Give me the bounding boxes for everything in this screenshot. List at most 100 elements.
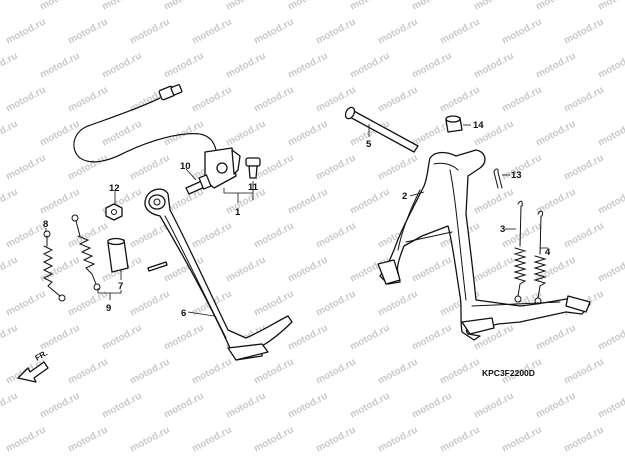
watermark-text: motod.ru: [348, 0, 391, 13]
watermark-text: motod.ru: [128, 17, 171, 47]
side-stand: [144, 188, 293, 361]
watermark-text: motod.ru: [252, 425, 295, 455]
callout-labels: 1 2 3 4 5 6 7 8 9 10 11 12 13 14: [43, 120, 551, 319]
watermark-text: motod.ru: [4, 425, 47, 455]
watermark-text: motod.ru: [534, 51, 577, 81]
watermark-text: motod.ru: [128, 425, 171, 455]
watermark-text: motod.ru: [162, 0, 205, 13]
watermark-text: motod.ru: [410, 51, 453, 81]
watermark-text: motod.ru: [438, 357, 481, 387]
callout-14: 14: [473, 120, 484, 131]
watermark-text: motod.ru: [314, 289, 357, 319]
watermark-text: motod.ru: [376, 153, 419, 183]
watermark-text: motod.ru: [286, 119, 329, 149]
watermark-text: motod.ru: [534, 187, 577, 217]
watermark-text: motod.ru: [0, 323, 20, 353]
watermark-text: motod.ru: [562, 357, 605, 387]
watermark-text: motod.ru: [562, 221, 605, 251]
watermark-text: motod.ru: [596, 119, 625, 149]
watermark-text: motod.ru: [252, 153, 295, 183]
watermark-text: motod.ru: [286, 323, 329, 353]
watermark-text: motod.ru: [190, 357, 233, 387]
watermark-text: motod.ru: [66, 221, 109, 251]
watermark-text: motod.ru: [472, 187, 515, 217]
watermark-text: motod.ru: [596, 51, 625, 81]
watermark-text: motod.ru: [286, 51, 329, 81]
watermark-text: motod.ru: [4, 289, 47, 319]
callout-13: 13: [511, 170, 522, 181]
watermark-text: motod.ru: [224, 51, 267, 81]
main-stand: [377, 149, 591, 341]
watermark-text: motod.ru: [252, 357, 295, 387]
watermark-text: motod.ru: [376, 289, 419, 319]
watermark-text: motod.ru: [500, 153, 543, 183]
watermark-text: motod.ru: [38, 323, 81, 353]
watermark-text: motod.ru: [190, 85, 233, 115]
watermark-text: motod.ru: [224, 119, 267, 149]
watermark-text: motod.ru: [162, 323, 205, 353]
watermark-text: motod.ru: [472, 0, 515, 13]
watermark-text: motod.ru: [38, 119, 81, 149]
callout-1: 1: [235, 207, 241, 218]
watermark-text: motod.ru: [128, 289, 171, 319]
watermark-text: motod.ru: [224, 391, 267, 421]
watermark-text: motod.ru: [66, 425, 109, 455]
leader-lines: [45, 124, 548, 317]
watermark-text: motod.ru: [4, 153, 47, 183]
watermark-text: motod.ru: [500, 221, 543, 251]
collar-14: [445, 115, 463, 133]
watermark-text: motod.ru: [0, 187, 20, 217]
spring-8: [42, 230, 66, 302]
watermark-text: motod.ru: [500, 425, 543, 455]
watermark-text: motod.ru: [438, 425, 481, 455]
watermark-text: motod.ru: [534, 391, 577, 421]
watermark-text: motod.ru: [410, 323, 453, 353]
watermark-text: motod.ru: [252, 289, 295, 319]
watermark-text: motod.ru: [162, 51, 205, 81]
watermark-text: motod.ru: [190, 17, 233, 47]
watermark-text: motod.ru: [472, 391, 515, 421]
watermark-text: motod.ru: [286, 0, 329, 13]
watermark-text: motod.ru: [66, 17, 109, 47]
watermark-text: motod.ru: [376, 357, 419, 387]
callout-9: 9: [106, 303, 111, 314]
watermark-text: motod.ru: [534, 0, 577, 13]
bolt-10: [185, 174, 212, 195]
watermark-text: motod.ru: [100, 0, 143, 13]
watermark-text: motod.ru: [562, 17, 605, 47]
watermark-text: motod.ru: [596, 0, 625, 13]
watermark-text: motod.ru: [100, 391, 143, 421]
watermark-text: motod.ru: [534, 323, 577, 353]
callout-10: 10: [180, 161, 191, 172]
watermark-text: motod.ru: [38, 187, 81, 217]
watermark-text: motod.ru: [100, 119, 143, 149]
watermark-text: motod.ru: [438, 85, 481, 115]
callout-7: 7: [118, 281, 123, 292]
watermark-text: motod.ru: [596, 391, 625, 421]
watermark-text: motod.ru: [0, 51, 20, 81]
watermark-text: motod.ru: [190, 221, 233, 251]
watermark-text: motod.ru: [100, 323, 143, 353]
callout-4: 4: [545, 247, 551, 258]
collar-7: [107, 237, 129, 273]
watermark-text: motod.ru: [162, 391, 205, 421]
watermark-text: motod.ru: [410, 0, 453, 13]
watermark-text: motod.ru: [438, 17, 481, 47]
watermark-text: motod.ru: [314, 153, 357, 183]
watermark-text: motod.ru: [534, 119, 577, 149]
cotter-pin-13: [493, 168, 503, 189]
watermark-text: motod.ru: [286, 187, 329, 217]
watermark-text: motod.ru: [472, 255, 515, 285]
spring-9: [71, 214, 101, 291]
watermark-text: motod.ru: [252, 221, 295, 251]
front-direction-arrow: [17, 361, 49, 383]
watermark-text: motod.ru: [38, 0, 81, 13]
watermark-text: motod.ru: [596, 323, 625, 353]
watermark-text: motod.ru: [376, 425, 419, 455]
watermark-text: motod.ru: [562, 153, 605, 183]
watermark-text: motod.ru: [38, 391, 81, 421]
bolt-11: [245, 157, 261, 179]
watermark-text: motod.ru: [224, 0, 267, 13]
